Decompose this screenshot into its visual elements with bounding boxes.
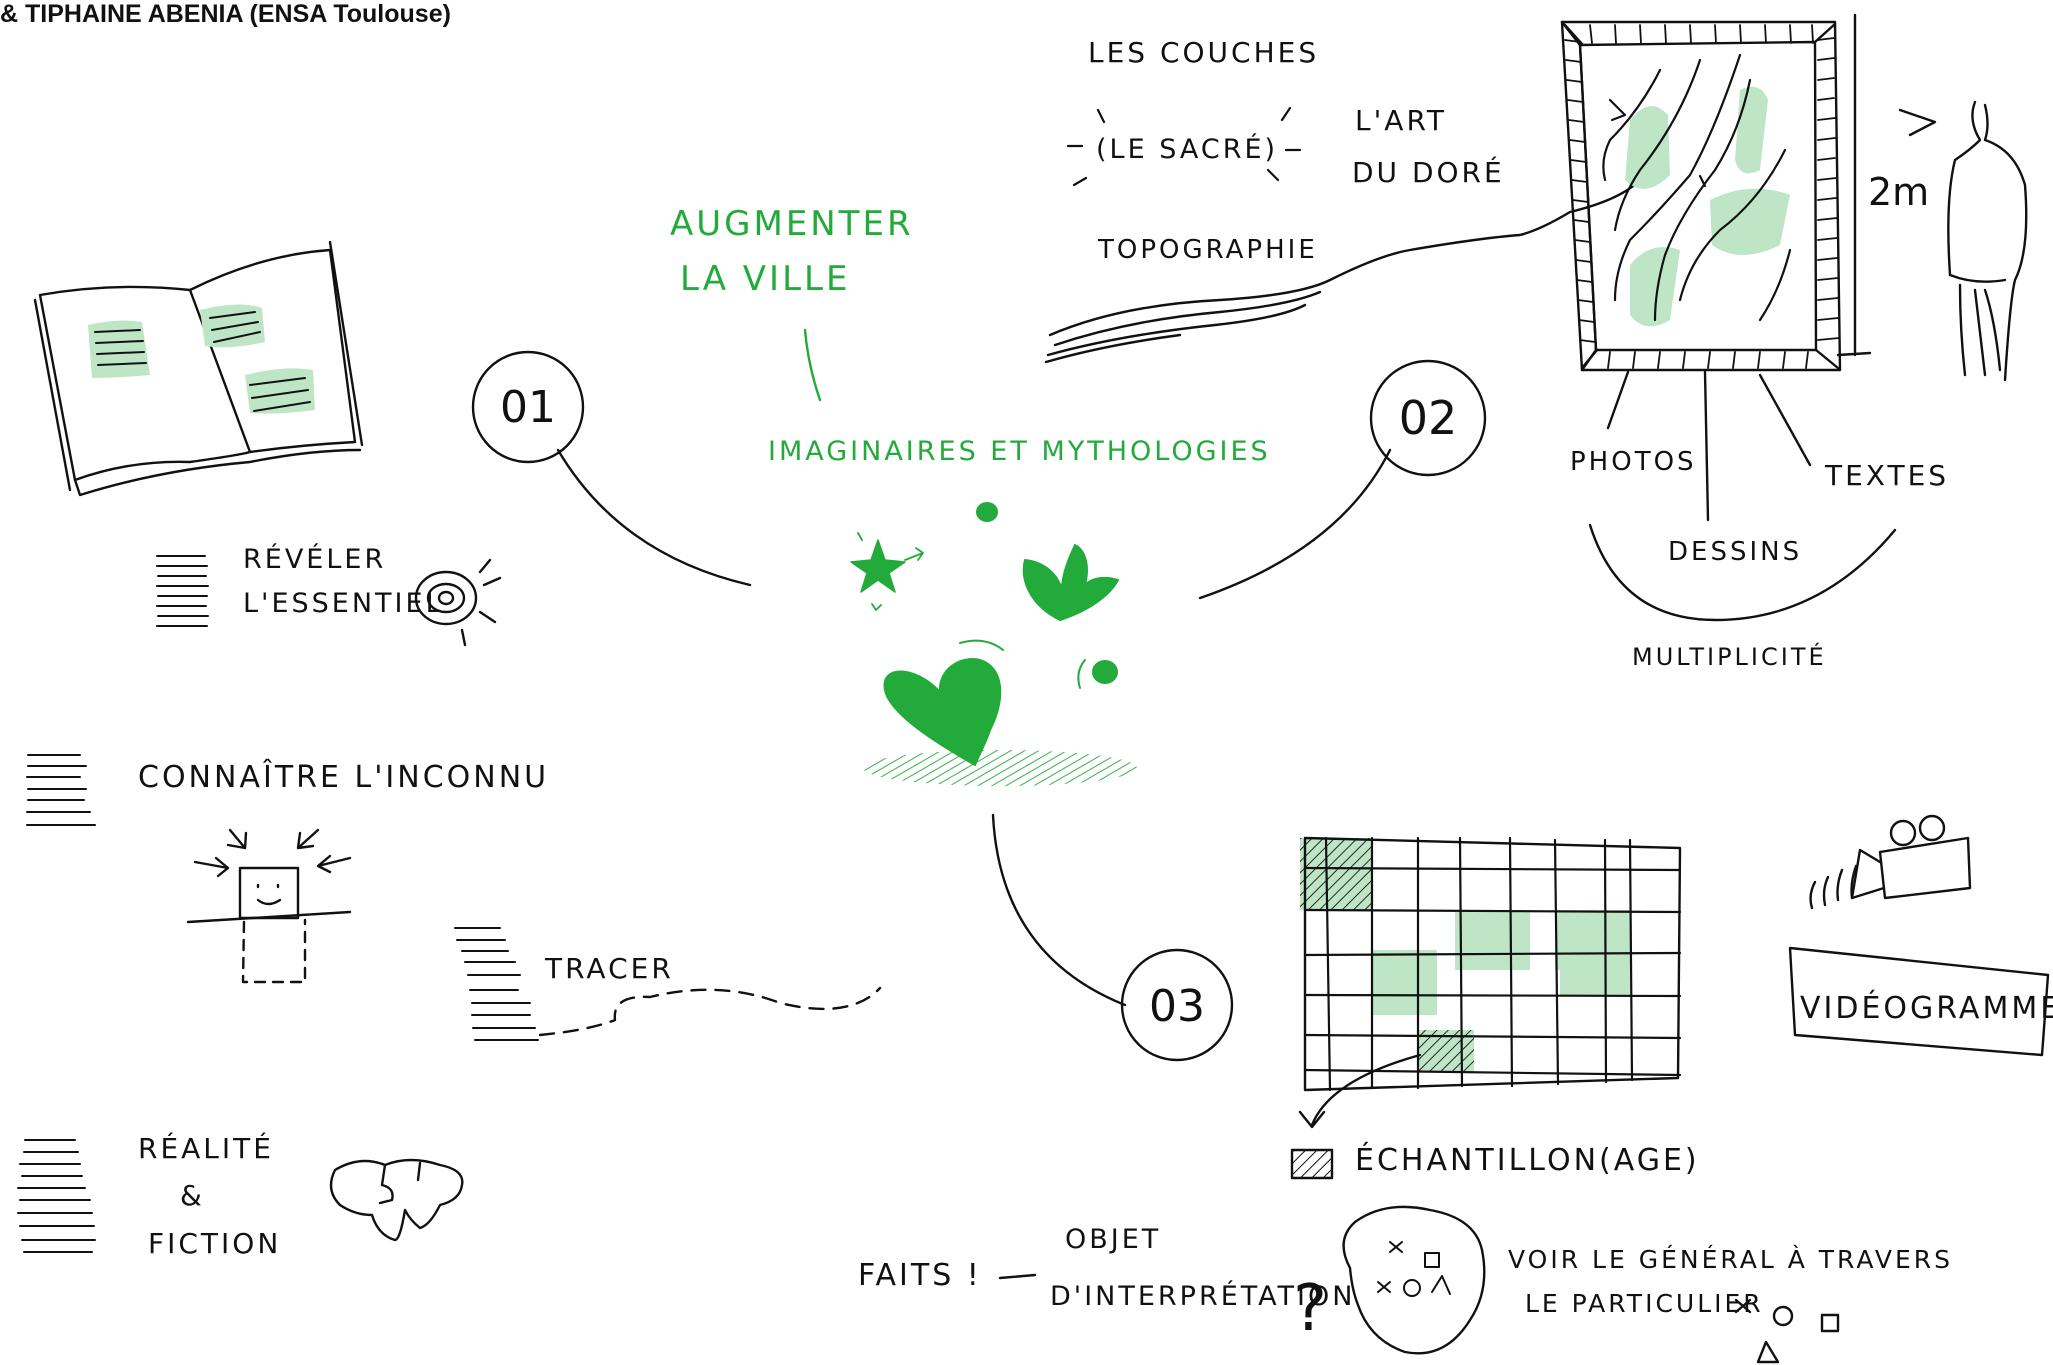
- facts-label: FAITS !: [858, 1258, 982, 1293]
- sparkle-rays: [1066, 106, 1302, 187]
- reveal-line2: L'ESSENTIEL: [243, 588, 444, 619]
- sample-swatch: [1290, 1148, 1334, 1180]
- center-title-line2: LA VILLE: [680, 259, 850, 299]
- link-02: [1198, 448, 1392, 600]
- node-01-label: 01: [500, 382, 556, 433]
- art-line1: L'ART: [1355, 104, 1447, 137]
- link-01: [556, 448, 752, 587]
- center-title-line1: AUGMENTER: [670, 204, 914, 244]
- dash-connector: [998, 1273, 1037, 1280]
- drawings-label: DESSINS: [1668, 537, 1802, 567]
- videograms-label: VIDÉOGRAMMES: [1800, 990, 2053, 1026]
- topography-lines: [1044, 178, 1642, 364]
- sacred-label: (LE SACRÉ): [1096, 133, 1278, 165]
- eye-icon: [414, 558, 502, 647]
- topo-label: TOPOGRAPHIE: [1097, 235, 1318, 265]
- person-icon: [1947, 100, 2028, 382]
- ground-shadow: [863, 750, 1137, 786]
- link-03: [991, 813, 1127, 1007]
- multiplicity-label: MULTIPLICITÉ: [1632, 642, 1827, 671]
- texts-label: TEXTES: [1824, 459, 1949, 492]
- photos-leg: [1606, 370, 1630, 430]
- camera-icon: [1809, 814, 1972, 910]
- arrow-icon: [1898, 108, 1937, 137]
- trace-path: [538, 986, 882, 1037]
- node-03: 03: [1120, 948, 1234, 1062]
- person-in-box-icon: [186, 828, 352, 984]
- art-line2: DU DORÉ: [1352, 155, 1505, 189]
- sampling-label: ÉCHANTILLON(AGE): [1355, 1142, 1700, 1178]
- node-03-label: 03: [1149, 981, 1205, 1032]
- credit-text: & TIPHAINE ABENIA (ENSA Toulouse): [0, 0, 451, 28]
- reveal-line1: RÉVÉLER: [243, 543, 386, 575]
- multiplicity-arc: [1588, 523, 1897, 622]
- object-line1: OBJET: [1065, 1224, 1161, 1255]
- blob-icon: [1342, 1205, 1486, 1355]
- trace-label: TRACER: [544, 952, 674, 985]
- dot-icon: [976, 502, 998, 522]
- heart-icon: [1022, 544, 1119, 621]
- reality-line2: &: [180, 1179, 205, 1212]
- object-line2: D'INTERPRÉTATION: [1050, 1280, 1355, 1312]
- height-label: 2m: [1868, 170, 1929, 214]
- heart-icon: [883, 658, 1002, 766]
- know-unknown: CONNAÎTRE L'INCONNU: [138, 759, 549, 795]
- star-icon: [850, 532, 924, 611]
- videograms-box: VIDÉOGRAMMES: [1788, 946, 2053, 1057]
- center-cluster: AUGMENTER LA VILLE IMAGINAIRES ET MYTHOL…: [670, 204, 1271, 786]
- reality-line3: FICTION: [148, 1227, 281, 1260]
- open-book-icon: [33, 240, 364, 497]
- general-line2: LE PARTICULIER: [1525, 1289, 1764, 1318]
- drawings-leg: [1703, 370, 1710, 522]
- text-lines-icon: [17, 1139, 96, 1253]
- general-line1: VOIR LE GÉNÉRAL À TRAVERS: [1508, 1245, 1953, 1274]
- reality-line1: RÉALITÉ: [138, 1131, 274, 1165]
- text-lines-icon: [26, 754, 96, 826]
- node-01: 01: [471, 350, 585, 464]
- cloud-map-icon: [329, 1158, 464, 1242]
- photos-label: PHOTOS: [1570, 447, 1697, 477]
- text-lines-icon: [156, 555, 209, 627]
- dot-icon: [1092, 660, 1118, 684]
- question-mark: ?: [1293, 1272, 1327, 1346]
- height-bar: [1836, 13, 1872, 357]
- node-02: 02: [1369, 359, 1487, 477]
- node-02-label: 02: [1399, 391, 1458, 445]
- shapes-icon: [1734, 1298, 1840, 1364]
- texts-leg: [1758, 373, 1812, 467]
- layers-label: LES COUCHES: [1088, 36, 1319, 69]
- grid-icon: [1298, 836, 1682, 1129]
- center-subtitle: IMAGINAIRES ET MYTHOLOGIES: [768, 436, 1271, 467]
- framed-panel-icon: [1560, 20, 1842, 372]
- text-lines-icon: [454, 927, 539, 1041]
- title-connector: [803, 328, 822, 402]
